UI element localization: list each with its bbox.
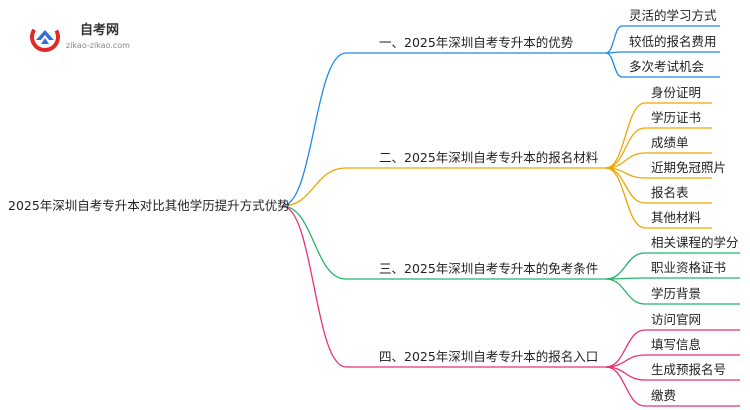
branch-to-leaf-line <box>605 278 646 305</box>
logo-icon <box>30 22 60 52</box>
leaf-node: 多次考试机会 <box>629 59 705 74</box>
branch-3: 三、2025年深圳自考专升本的免考条件 相关课程的学分 职业资格证书 学历背景 <box>379 235 739 301</box>
logo: 自考网 zikao-zikao.com <box>30 22 130 52</box>
branch-to-leaf-line <box>605 366 646 407</box>
branch-2: 二、2025年深圳自考专升本的报名材料 身份证明 学历证书 成绩单 近期免冠照片… <box>379 85 726 225</box>
leaf-node: 较低的报名费用 <box>629 34 717 49</box>
logo-title: 自考网 <box>80 22 119 38</box>
branch-4: 四、2025年深圳自考专升本的报名入口 访问官网 填写信息 生成预报名号 缴费 <box>379 312 726 403</box>
leaf-node: 报名表 <box>651 185 689 200</box>
leaf-node: 缴费 <box>651 388 676 403</box>
branch-to-leaf-line <box>605 102 646 169</box>
branch-to-leaf-line <box>605 167 646 229</box>
branch-label: 二、2025年深圳自考专升本的报名材料 <box>379 150 599 165</box>
leaf-node: 职业资格证书 <box>651 260 726 275</box>
branch-label: 一、2025年深圳自考专升本的优势 <box>379 35 574 50</box>
leaf-node: 访问官网 <box>651 312 701 327</box>
leaf-node: 灵活的学习方式 <box>629 8 717 23</box>
branch-label: 三、2025年深圳自考专升本的免考条件 <box>379 261 598 276</box>
leaf-node: 填写信息 <box>651 337 701 352</box>
leaf-node: 学历背景 <box>651 286 701 301</box>
root-to-branch-line <box>281 167 347 207</box>
branch-to-leaf-line <box>605 152 646 169</box>
root-node: 2025年深圳自考专升本对比其他学历提升方式优势 <box>8 198 290 213</box>
logo-subtitle: zikao-zikao.com <box>66 41 130 50</box>
branch-to-leaf-line <box>605 127 646 169</box>
branch-to-leaf-line <box>605 25 623 54</box>
branch-to-leaf-line <box>605 52 623 78</box>
connector-lines <box>281 25 740 407</box>
branch-label: 四、2025年深圳自考专升本的报名入口 <box>379 349 598 364</box>
leaf-node: 其他材料 <box>651 210 702 225</box>
leaf-node: 身份证明 <box>651 85 701 100</box>
branch-1: 一、2025年深圳自考专升本的优势 灵活的学习方式 较低的报名费用 多次考试机会 <box>379 8 717 74</box>
leaf-node: 相关课程的学分 <box>651 235 739 250</box>
root-to-branch-line <box>281 52 347 207</box>
leaf-node: 生成预报名号 <box>651 362 726 377</box>
branch-to-leaf-line <box>605 252 646 280</box>
leaf-node: 成绩单 <box>651 135 689 150</box>
branch-to-leaf-line <box>605 329 646 368</box>
leaf-node: 学历证书 <box>651 110 701 125</box>
root-to-branch-line <box>281 205 347 280</box>
leaf-node: 近期免冠照片 <box>651 160 726 175</box>
root-to-branch-line <box>281 205 347 368</box>
